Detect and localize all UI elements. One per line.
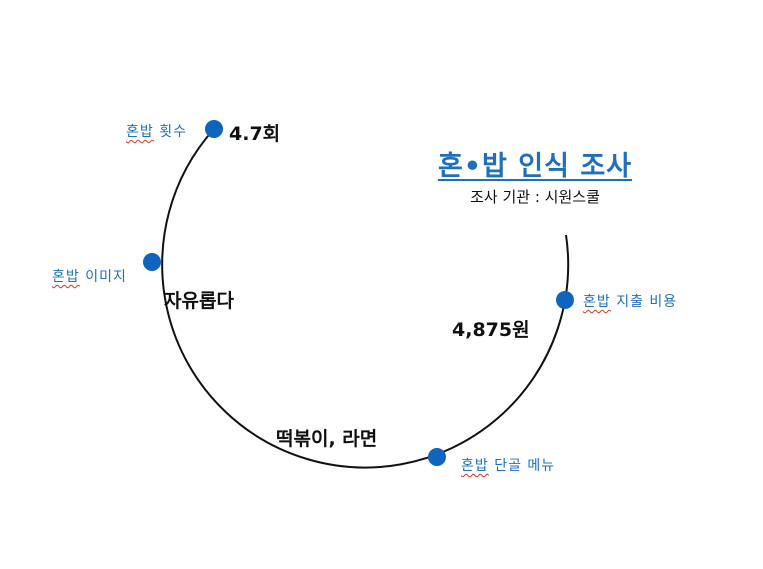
node-value-image: 자유롭다 [164, 290, 234, 312]
node-value-cost: 4,875원 [452, 319, 530, 341]
node-label-image: 혼밥 이미지 [52, 266, 127, 286]
node-dot-menu [428, 448, 446, 466]
node-label-count: 혼밥 횟수 [126, 121, 187, 141]
node-label-cost-word: 혼밥 [583, 294, 611, 310]
node-label-cost-rest: 지출 비용 [616, 294, 678, 310]
cycle-arc [161, 128, 570, 469]
node-label-count-rest: 횟수 [159, 124, 187, 140]
node-label-image-word: 혼밥 [52, 269, 80, 285]
node-value-menu: 떡볶이, 라면 [276, 428, 378, 450]
node-label-menu-rest: 단골 메뉴 [494, 458, 556, 474]
node-label-count-word: 혼밥 [126, 124, 154, 140]
diagram-title: 혼•밥 인식 조사 [437, 151, 633, 182]
node-label-cost: 혼밥 지출 비용 [583, 291, 677, 311]
node-label-menu: 혼밥 단골 메뉴 [461, 455, 555, 475]
node-dot-count [205, 120, 223, 138]
node-label-image-rest: 이미지 [85, 269, 127, 285]
node-label-menu-word: 혼밥 [461, 458, 489, 474]
node-dot-image [143, 253, 161, 271]
node-dot-cost [556, 291, 574, 309]
node-value-count: 4.7회 [229, 123, 281, 145]
diagram-subtitle: 조사 기관 : 시원스쿨 [470, 188, 600, 206]
